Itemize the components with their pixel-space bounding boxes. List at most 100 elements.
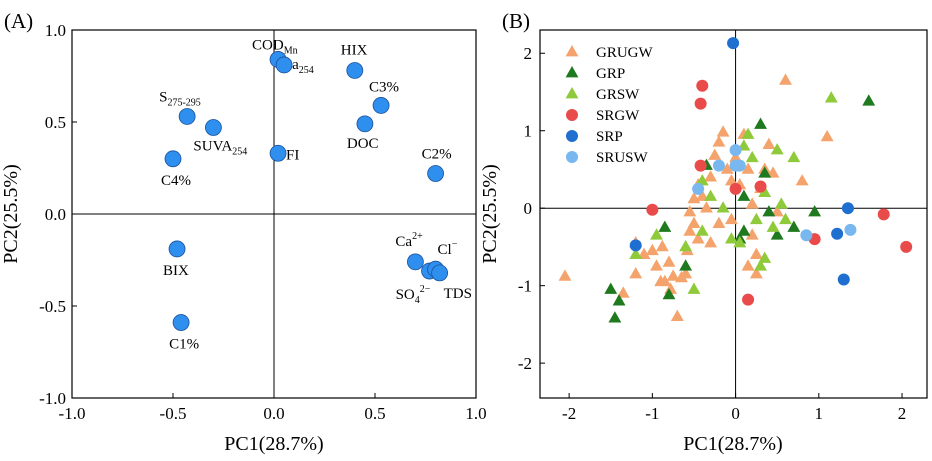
series-grugw-point [637,247,651,260]
panel-a-x-tick-label: 1.0 [465,404,486,423]
panel-a-point-label: C3% [369,79,399,95]
panel-a-y-tick-label: 1.0 [45,21,66,40]
panel-b-x-tick-label: -1 [645,404,659,423]
series-grp-point [862,94,876,106]
series-grsw-point [687,282,701,294]
panel-a-x-tick-label: 0.0 [263,404,284,423]
series-grsw-point [758,251,772,263]
panel-a-point-marker [431,264,449,282]
series-grp-point [808,205,822,217]
series-grugw-point [666,269,680,281]
series-grsw-point [758,185,772,198]
series-grsw-point [754,259,767,271]
series-grp-point [754,117,767,129]
panel-a-point-marker [168,240,186,258]
series-grp-point [662,287,676,300]
series-grp-point [787,220,801,232]
panel-a-label: (A) [4,9,33,33]
panel-a-points [164,51,449,331]
series-grsw-point [749,212,763,225]
series-grp-point [604,282,618,294]
series-grsw-point [695,224,709,236]
legend-marker-srusw [566,151,578,163]
series-srgw-point [877,208,890,221]
legend-marker-srgw [566,109,578,121]
panel-a-point-label: CODMn​ [252,37,298,56]
series-srgw-point [900,240,913,253]
series-grugw-point [700,201,713,213]
legend-label-grp: GRP [596,66,625,82]
series-grp-point [658,220,672,232]
panel-b-y-tick-label: 2 [524,44,533,63]
series-srgw-point [729,182,742,195]
panel-b-points [558,37,913,323]
series-grugw-point [708,148,722,160]
panel-b-x-tick-label: 0 [731,404,740,423]
panel-b-y-tick-label: 1 [524,122,533,141]
panel-b-y-tick-label: -1 [518,277,532,296]
series-srusw-point [733,159,746,172]
series-grp-point [770,228,784,240]
legend-label-grugw: GRUGW [596,45,654,61]
series-grugw-point [712,135,726,147]
series-grsw-point [695,174,709,186]
panel-a-point-label: a254​ [292,57,314,76]
panel-a-point-marker [172,314,190,331]
panel-b-x-tick-label: -2 [562,404,576,423]
panel-a-point-marker [406,253,424,271]
series-grugw-point [729,150,743,163]
panel-b-y-tick-label: -2 [518,354,532,373]
panel-a-point-marker [204,119,222,136]
panel-a-point-labels: CODMn​a254​HIXC3%DOCS275-295​SUVA254​FIC… [159,37,472,352]
panel-a-y-tick-label: 0.0 [45,205,66,224]
series-grugw-point [712,216,726,229]
series-grugw-point [695,189,709,201]
series-grugw-point [724,212,738,225]
panel-a-point-marker [164,150,182,168]
series-srusw-point [712,159,725,172]
legend-label-srusw: SRUSW [596,150,649,166]
series-grugw-point [683,224,697,236]
series-grsw-point [741,127,755,139]
series-grp-point [737,224,751,236]
series-srusw-point [844,223,857,236]
series-srgw-point [646,203,659,216]
series-grugw-point [741,162,755,174]
series-srusw-point [800,229,813,242]
series-grugw-point [762,137,776,150]
panel-a-point-label: C4% [161,173,191,189]
panel-b-y-axis-label: PC2(25.5%) [479,164,501,263]
panel-a-point-label: SUVA254​ [193,139,247,158]
panel-a-y-axis-label: PC2(25.5%) [0,164,22,263]
panel-a-x-tick-label: -1.0 [59,404,86,423]
series-grugw-point [820,129,834,142]
series-srp-point [841,202,854,215]
series-srgw-point [754,180,767,193]
panel-a-point-label: BIX [163,263,189,279]
series-grugw-point [749,267,763,279]
series-grugw-point [749,247,763,260]
series-grp-point [762,205,776,217]
legend-marker-grsw [565,87,579,99]
panel-a-y-tick-label: 0.5 [45,113,66,132]
series-srgw-point [694,159,707,172]
panel-a-point-label: TDS [444,286,472,302]
series-grsw-point [724,232,738,244]
series-grugw-point [691,232,705,244]
panel-b-x-tick-label: 1 [815,404,824,423]
panel-a-x-tick-label: -0.5 [160,404,187,423]
series-grp-point [612,294,626,306]
panel-a-point-marker [346,62,364,79]
series-grugw-point [687,216,701,229]
series-grugw-point [779,73,792,85]
legend-marker-grugw [565,45,579,57]
panel-a-point-label: HIX [341,42,368,58]
series-grugw-point [683,205,697,217]
series-grugw-point [704,170,718,182]
series-srgw-point [742,293,755,306]
